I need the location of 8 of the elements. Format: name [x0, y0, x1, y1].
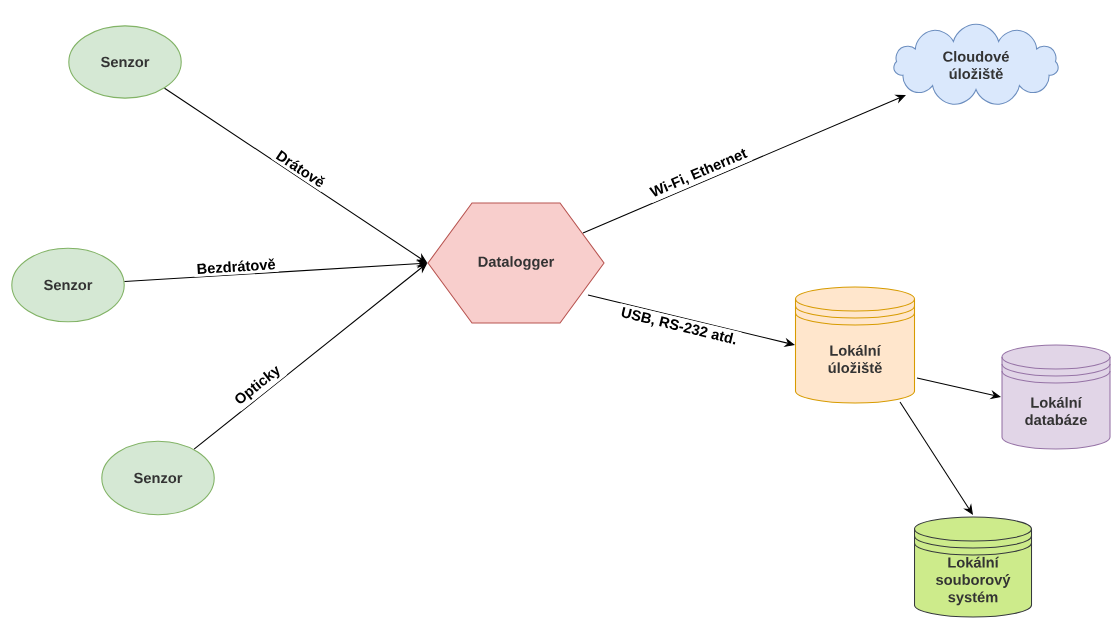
hexagon: Datalogger: [427, 202, 605, 324]
database-cylinder: Lokální souborový systém: [913, 516, 1033, 618]
arrow: [899, 401, 973, 515]
arrow: [582, 94, 906, 234]
database-cylinder: Lokální úložiště: [794, 286, 916, 404]
edge-label: Bezdrátově: [193, 255, 279, 277]
edge-label: USB, RS-232 atd.: [616, 303, 742, 351]
database-cylinder: Lokální databáze: [1001, 344, 1111, 450]
